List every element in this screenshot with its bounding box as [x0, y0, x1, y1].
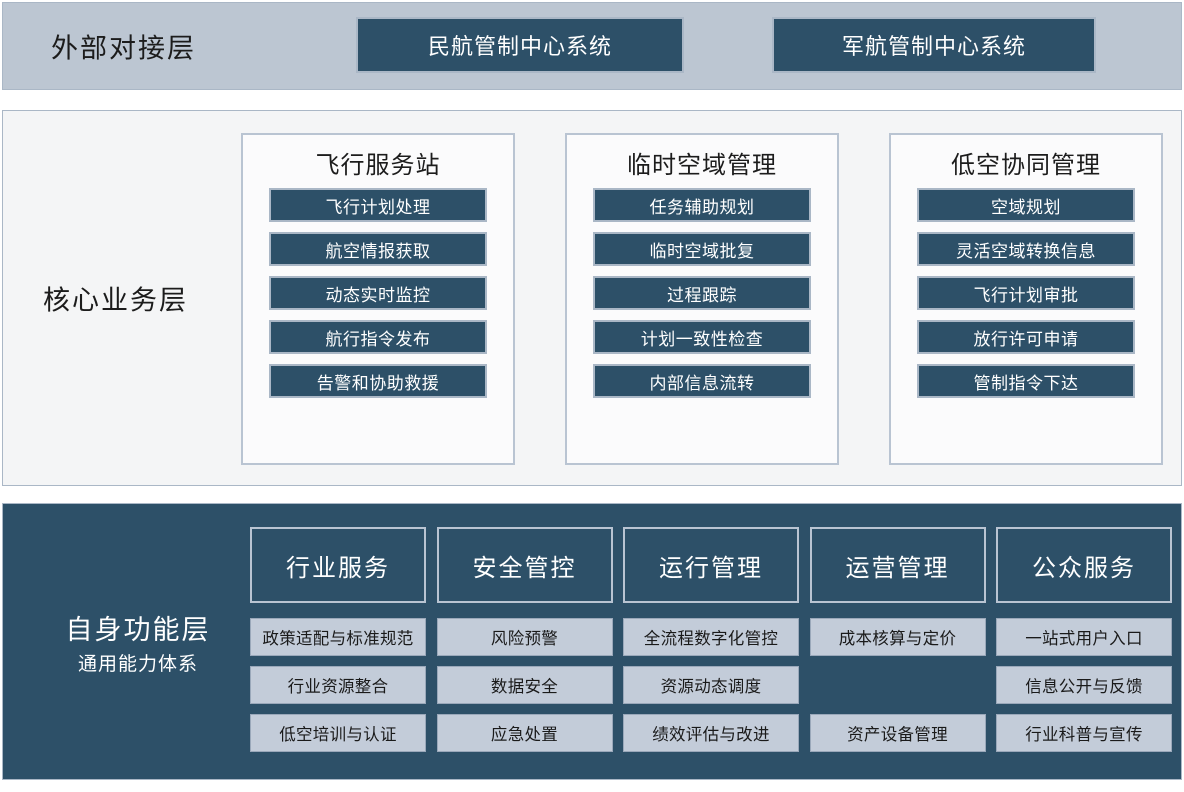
own-sub-item[interactable]: 一站式用户入口 — [996, 618, 1172, 656]
own-layer-title: 自身功能层 — [65, 614, 211, 645]
external-system-box-military[interactable]: 军航管制中心系统 — [772, 17, 1096, 73]
core-item-label: 过程跟踪 — [667, 285, 737, 305]
own-column-header[interactable]: 行业服务 — [250, 527, 426, 603]
external-layer-title: 外部对接层 — [51, 33, 196, 64]
own-sub-item-label: 行业科普与宣传 — [1025, 726, 1143, 744]
own-sub-item-label: 数据安全 — [490, 678, 559, 696]
own-sub-item[interactable]: 行业科普与宣传 — [996, 714, 1172, 752]
own-sub-item-label: 行业资源整合 — [287, 678, 389, 696]
own-sub-item-label: 全流程数字化管控 — [643, 630, 779, 648]
core-item[interactable]: 灵活空域转换信息 — [917, 232, 1135, 266]
core-item-label: 内部信息流转 — [649, 373, 755, 393]
own-column-header-label: 行业服务 — [286, 554, 390, 582]
own-sub-item-label: 资产设备管理 — [847, 726, 948, 744]
own-function-layer: 自身功能层 通用能力体系 行业服务 政策适配与标准规范 行业资源整合 低空培训与… — [2, 503, 1182, 780]
core-item-label: 航行指令发布 — [325, 329, 431, 349]
own-column-header-label: 运营管理 — [845, 554, 950, 582]
own-sub-item[interactable]: 信息公开与反馈 — [996, 666, 1172, 704]
own-sub-item[interactable]: 资源动态调度 — [623, 666, 799, 704]
own-columns-container: 行业服务 政策适配与标准规范 行业资源整合 低空培训与认证 安全管控 风险预警 … — [250, 527, 1172, 761]
core-group-title: 低空协同管理 — [951, 152, 1101, 179]
core-item[interactable]: 任务辅助规划 — [593, 188, 811, 222]
core-item[interactable]: 航行指令发布 — [269, 320, 487, 354]
own-column-header[interactable]: 公众服务 — [996, 527, 1172, 603]
core-item[interactable]: 过程跟踪 — [593, 276, 811, 310]
own-column-public-service: 公众服务 一站式用户入口 信息公开与反馈 行业科普与宣传 — [996, 527, 1172, 761]
own-sub-item-label: 信息公开与反馈 — [1025, 678, 1143, 696]
core-item-label: 计划一致性检查 — [640, 329, 764, 349]
core-group-temporary-airspace-management: 临时空域管理 任务辅助规划 临时空域批复 过程跟踪 计划一致性检查 内部信息流转 — [565, 133, 839, 465]
own-column-header[interactable]: 安全管控 — [436, 527, 613, 603]
core-item-label: 飞行计划审批 — [973, 285, 1079, 305]
own-sub-item-label: 应急处置 — [490, 726, 559, 744]
core-item[interactable]: 动态实时监控 — [269, 276, 487, 310]
own-column-industry-service: 行业服务 政策适配与标准规范 行业资源整合 低空培训与认证 — [250, 527, 426, 761]
core-item-label: 任务辅助规划 — [649, 197, 755, 217]
own-column-operation-management: 运行管理 全流程数字化管控 资源动态调度 绩效评估与改进 — [623, 527, 799, 761]
own-sub-item[interactable]: 全流程数字化管控 — [623, 618, 799, 656]
core-group-flight-service-station: 飞行服务站 飞行计划处理 航空情报获取 动态实时监控 航行指令发布 告警和协助救… — [241, 133, 515, 465]
own-column-business-management: 运营管理 成本核算与定价 资产设备管理 — [809, 527, 986, 761]
own-sub-item[interactable]: 数据安全 — [436, 666, 613, 704]
core-item[interactable]: 空域规划 — [917, 188, 1135, 222]
core-item-label: 灵活空域转换信息 — [956, 241, 1096, 261]
core-group-title: 临时空域管理 — [627, 152, 777, 179]
own-sub-item[interactable]: 成本核算与定价 — [809, 618, 986, 656]
external-interface-layer: 外部对接层 民航管制中心系统 军航管制中心系统 — [2, 2, 1182, 90]
own-sub-item[interactable]: 应急处置 — [436, 714, 613, 752]
core-item-label: 动态实时监控 — [325, 285, 431, 305]
core-business-layer: 核心业务层 飞行服务站 飞行计划处理 航空情报获取 动态实时监控 航行指令发布 … — [2, 110, 1182, 486]
core-item[interactable]: 放行许可申请 — [917, 320, 1135, 354]
own-column-header-label: 运行管理 — [659, 554, 763, 582]
core-item[interactable]: 航空情报获取 — [269, 232, 487, 266]
own-column-header-label: 公众服务 — [1032, 554, 1136, 582]
core-item[interactable]: 临时空域批复 — [593, 232, 811, 266]
core-item-label: 告警和协助救援 — [316, 373, 440, 393]
own-sub-item-label: 绩效评估与改进 — [652, 726, 770, 744]
own-sub-item-label: 风险预警 — [490, 630, 559, 648]
core-item[interactable]: 飞行计划处理 — [269, 188, 487, 222]
own-column-header-label: 安全管控 — [472, 554, 577, 582]
core-item-label: 航空情报获取 — [325, 241, 431, 261]
core-item-label: 临时空域批复 — [649, 241, 755, 261]
core-item[interactable]: 计划一致性检查 — [593, 320, 811, 354]
core-item[interactable]: 飞行计划审批 — [917, 276, 1135, 310]
own-sub-item-placeholder — [810, 666, 986, 704]
own-sub-item[interactable]: 低空培训与认证 — [250, 714, 426, 752]
core-item-label: 空域规划 — [991, 197, 1061, 217]
core-group-low-altitude-coordination: 低空协同管理 空域规划 灵活空域转换信息 飞行计划审批 放行许可申请 管制指令下… — [889, 133, 1163, 465]
core-group-title: 飞行服务站 — [315, 152, 441, 179]
own-sub-item-label: 政策适配与标准规范 — [262, 630, 414, 648]
external-system-box-civil[interactable]: 民航管制中心系统 — [356, 17, 684, 73]
core-item[interactable]: 管制指令下达 — [917, 364, 1135, 398]
own-sub-item[interactable]: 资产设备管理 — [809, 714, 986, 752]
own-sub-item[interactable]: 绩效评估与改进 — [623, 714, 799, 752]
own-sub-item[interactable]: 政策适配与标准规范 — [250, 618, 426, 656]
own-layer-subtitle: 通用能力体系 — [77, 653, 198, 675]
core-group-container: 飞行服务站 飞行计划处理 航空情报获取 动态实时监控 航行指令发布 告警和协助救… — [241, 133, 1163, 465]
own-sub-item[interactable]: 风险预警 — [436, 618, 613, 656]
core-item-label: 管制指令下达 — [973, 373, 1079, 393]
own-sub-item-label: 成本核算与定价 — [838, 630, 957, 648]
external-system-label: 军航管制中心系统 — [841, 34, 1026, 59]
own-sub-item[interactable]: 行业资源整合 — [250, 666, 426, 704]
core-item-label: 飞行计划处理 — [325, 197, 431, 217]
own-column-header[interactable]: 运营管理 — [809, 527, 986, 603]
own-column-header[interactable]: 运行管理 — [623, 527, 799, 603]
own-column-safety-control: 安全管控 风险预警 数据安全 应急处置 — [436, 527, 613, 761]
external-system-label: 民航管制中心系统 — [427, 34, 612, 59]
core-item[interactable]: 告警和协助救援 — [269, 364, 487, 398]
own-sub-item-label: 资源动态调度 — [660, 678, 762, 696]
core-layer-title: 核心业务层 — [43, 285, 188, 316]
own-sub-item-label: 一站式用户入口 — [1025, 630, 1143, 648]
core-item[interactable]: 内部信息流转 — [593, 364, 811, 398]
own-layer-title-wrap: 自身功能层 通用能力体系 — [43, 608, 233, 676]
own-sub-item-label: 低空培训与认证 — [279, 726, 397, 744]
core-item-label: 放行许可申请 — [973, 329, 1079, 349]
